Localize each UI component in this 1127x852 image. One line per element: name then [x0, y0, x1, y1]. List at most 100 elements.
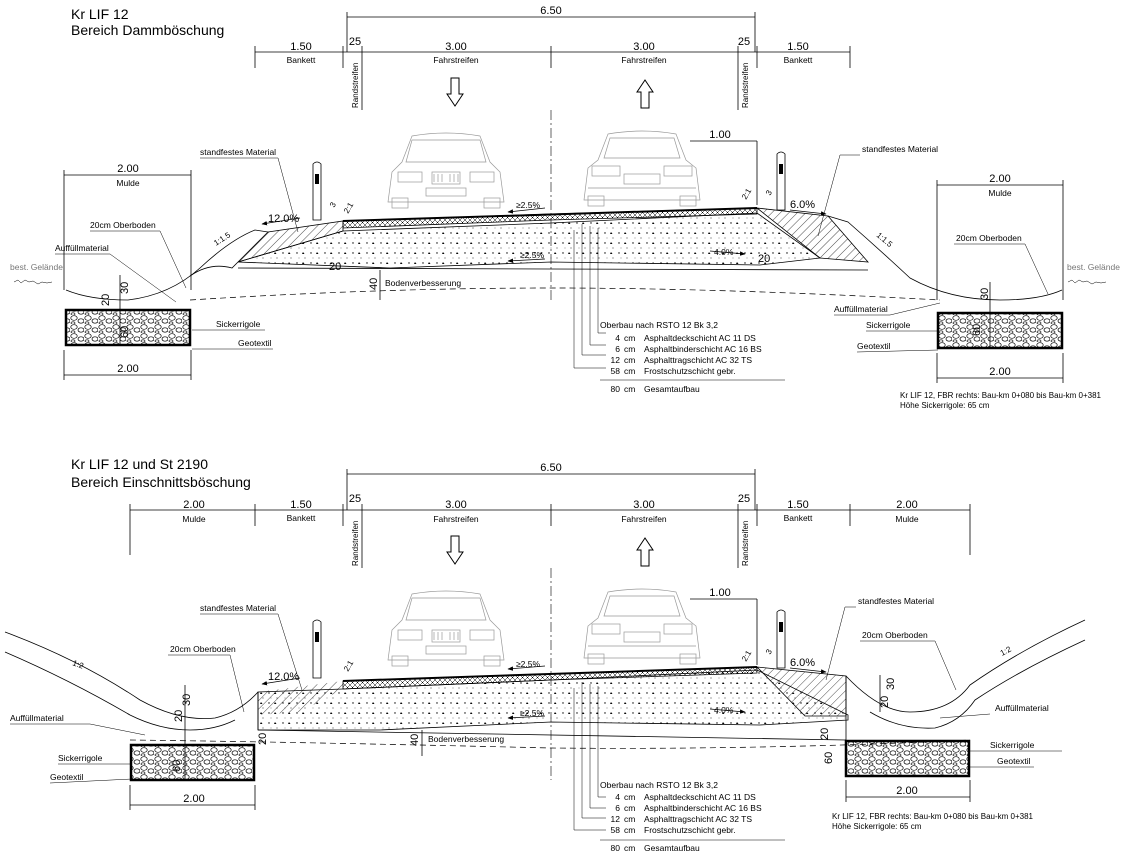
shoulder-right [755, 207, 869, 263]
dim-30-left: 30 [181, 694, 193, 706]
oberbau-row-text: Asphalttragschicht AC 32 TS [644, 814, 752, 824]
label-sickerrigole-right: Sickerrigole [866, 320, 911, 330]
oberbau-row-cm: 12 [611, 814, 621, 824]
dim-bankett-left: 1.50 [290, 41, 311, 53]
arrow-down-icon [446, 535, 464, 565]
oberbau-row-unit: cm [624, 803, 635, 813]
slope-small-left: 3 [328, 200, 338, 209]
oberbau-row-unit: cm [624, 355, 635, 365]
dim-car-offset: 1.00 [709, 129, 730, 141]
dim-60-right: 60 [823, 752, 835, 764]
sickerrigole-right [936, 311, 1064, 350]
label-rand-left: Randstreifen [351, 63, 360, 108]
car-rear-icon [583, 588, 701, 665]
label-geotextil-left: Geotextil [238, 338, 272, 348]
slope-steep-left: 2:1 [342, 658, 356, 673]
label-oberboden-right: 20cm Oberboden [862, 630, 928, 640]
label-gelaende-left: best. Gelände [10, 262, 63, 272]
oberbau-row-unit: cm [624, 814, 635, 824]
label-rand-right: Randstreifen [741, 521, 750, 566]
label-mulde-right: Mulde [895, 514, 918, 524]
label-bodenverb: Bodenverbesserung [385, 278, 461, 288]
oberbau-row-text: Frostschutzschicht gebr. [644, 366, 736, 376]
oberbau-total-text: Gesamtaufbau [644, 384, 700, 394]
section-damm: Kr LIF 12 Bereich Dammböschung 6.50 1.50… [10, 5, 1120, 410]
reflector-post-left-icon [312, 619, 322, 679]
shoulder-left [237, 220, 344, 263]
label-sickerrigole-left: Sickerrigole [58, 753, 103, 763]
slope-steep-right: 2:1 [740, 648, 754, 663]
dim-30-left: 30 [119, 282, 131, 294]
car-front-icon [387, 132, 505, 209]
label-fahr-left: Fahrstreifen [433, 55, 479, 65]
label-sickerrigole-left: Sickerrigole [216, 319, 261, 329]
slope-mid: 4.0% [714, 705, 734, 715]
label-rand-right: Randstreifen [741, 63, 750, 108]
label-standfest-right: standfestes Material [858, 596, 934, 606]
slope-bank-left: 1:1.5 [212, 230, 232, 248]
oberbau-row-unit: cm [624, 344, 635, 354]
label-geotextil-left: Geotextil [50, 772, 84, 782]
oberbau-total-text: Gesamtaufbau [644, 843, 700, 852]
oberbau-row-cm: 6 [615, 344, 620, 354]
dim-bankett-right: 1.50 [787, 41, 808, 53]
sickerrigole-left [129, 743, 256, 782]
dim-fahr-left: 3.00 [445, 499, 466, 511]
oberbau-row-cm: 58 [611, 366, 621, 376]
slope-mid: 4.0% [714, 247, 734, 257]
oberbau-row-cm: 12 [611, 355, 621, 365]
slope-bottom: ≥2.5% [520, 250, 544, 260]
dim-mulde-right: 2.00 [896, 499, 917, 511]
oberbau-row-text: Asphaltdeckschicht AC 11 DS [644, 333, 756, 343]
section-subtitle: Bereich Dammböschung [71, 22, 224, 38]
label-fahr-right: Fahrstreifen [621, 55, 667, 65]
slope-left: 12.0% [268, 213, 299, 225]
dim-30-right: 30 [979, 288, 991, 300]
slope-steep-right: 2:1 [740, 186, 754, 201]
dim-20-right: 20 [879, 696, 891, 708]
label-fahr-left: Fahrstreifen [433, 514, 479, 524]
label-oberboden-right: 20cm Oberboden [956, 233, 1022, 243]
oberbau-row-cm: 6 [615, 803, 620, 813]
dim-20-mid-left: 20 [329, 261, 341, 273]
arrow-up-icon [636, 79, 654, 109]
label-auffuell-left: Auffüllmaterial [55, 243, 109, 253]
label-mulde-left: Mulde [116, 178, 139, 188]
dim-60-left: 60 [119, 326, 131, 338]
label-bankett-right: Bankett [784, 513, 813, 523]
label-bankett-right: Bankett [784, 55, 813, 65]
dim-20-right-low: 20 [819, 728, 831, 740]
oberbau-row-text: Asphalttragschicht AC 32 TS [644, 355, 752, 365]
dim-fahr-left: 3.00 [445, 41, 466, 53]
dim-car-offset: 1.00 [709, 587, 730, 599]
dim-mulde-left: 2.00 [117, 163, 138, 175]
dim-mulde-left: 2.00 [183, 499, 204, 511]
dim-60-left: 60 [171, 760, 183, 772]
label-mulde-left: Mulde [182, 514, 205, 524]
dim-60-right: 60 [971, 324, 983, 336]
label-fahr-right: Fahrstreifen [621, 514, 667, 524]
slope-left: 12.0% [268, 671, 299, 683]
slope-bottom: ≥2.5% [520, 708, 544, 718]
oberbau-total-unit: cm [624, 384, 635, 394]
note-line-2: Höhe Sickerrigole: 65 cm [900, 401, 990, 410]
oberbau-row-cm: 4 [615, 333, 620, 343]
dim-20-low-left: 20 [257, 733, 269, 745]
reflector-post-left-icon [312, 161, 322, 221]
label-standfest-left: standfestes Material [200, 603, 276, 613]
oberbau-row-unit: cm [624, 366, 635, 376]
slope-right: 6.0% [790, 199, 815, 211]
slope-small-right: 3 [764, 188, 774, 197]
dim-rand-left: 25 [349, 36, 361, 48]
oberbau-row-cm: 4 [615, 792, 620, 802]
section-subtitle: Bereich Einschnittsböschung [71, 474, 251, 490]
note-line-1: Kr LIF 12, FBR rechts: Bau-km 0+080 bis … [900, 391, 1102, 400]
oberbau-total-unit: cm [624, 843, 635, 852]
label-auffuell-left: Auffüllmaterial [10, 713, 64, 723]
shoulder-left-fill [258, 681, 343, 715]
label-standfest-left: standfestes Material [200, 147, 276, 157]
label-sickerrigole-right: Sickerrigole [990, 740, 1035, 750]
